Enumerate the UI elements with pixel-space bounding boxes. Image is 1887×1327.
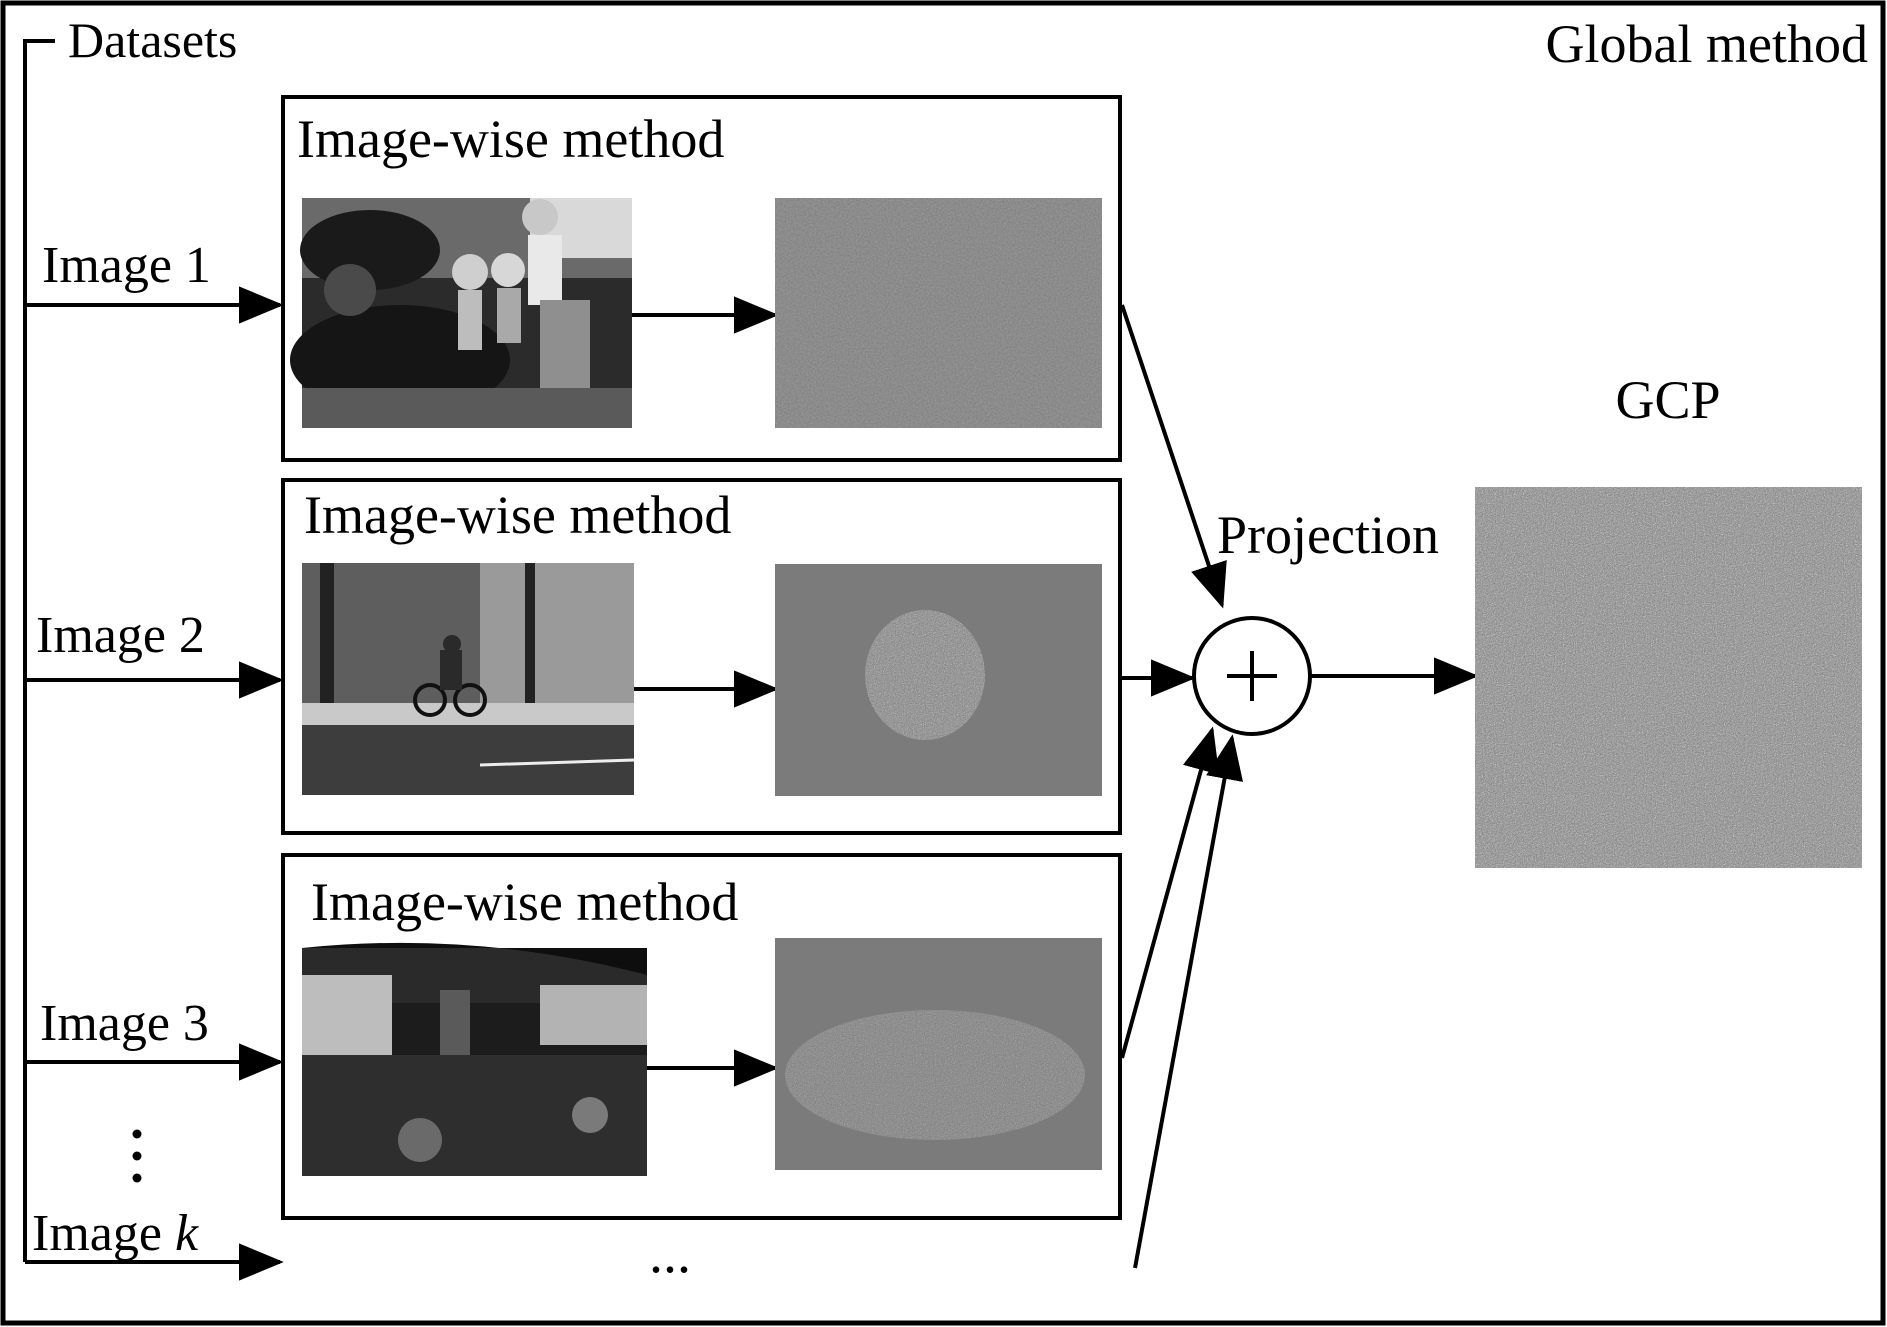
input-label-1: Image 1 bbox=[42, 237, 211, 294]
perturbation-map-3 bbox=[775, 938, 1102, 1170]
image-wise-module-2 bbox=[281, 478, 1122, 835]
projection-in-arrow-1 bbox=[1120, 304, 1227, 609]
module-title-1: Image-wise method bbox=[297, 109, 724, 169]
input-photo-1 bbox=[290, 198, 632, 428]
perturbation-map-1 bbox=[775, 198, 1102, 428]
projection-in-arrow-k bbox=[1133, 734, 1244, 1269]
datasets-bracket bbox=[23, 39, 55, 1262]
module-title-2: Image-wise method bbox=[304, 485, 731, 545]
input-label-2: Image 2 bbox=[36, 607, 205, 664]
module-title-3: Image-wise method bbox=[311, 872, 738, 932]
projection-in-arrow-3 bbox=[1120, 726, 1220, 1059]
vertical-dot bbox=[132, 1129, 142, 1139]
input-label-k: Image k bbox=[32, 1205, 199, 1262]
projection-sum-node bbox=[1192, 616, 1312, 736]
datasets-label: Datasets bbox=[68, 12, 237, 68]
gcp-label: GCP bbox=[1615, 370, 1720, 430]
gcp-noise-pattern bbox=[1475, 487, 1862, 868]
image-wise-module-3 bbox=[281, 853, 1122, 1220]
input-photo-3 bbox=[302, 942, 647, 1176]
vertical-dot bbox=[132, 1173, 142, 1183]
input-label-3: Image 3 bbox=[40, 995, 209, 1052]
projection-label: Projection bbox=[1217, 505, 1439, 565]
vertical-dot bbox=[132, 1151, 142, 1161]
more-modules-ellipsis: ... bbox=[649, 1223, 691, 1285]
global-method-label: Global method bbox=[1546, 14, 1868, 74]
image-wise-module-1 bbox=[281, 95, 1122, 462]
perturbation-map-2 bbox=[775, 564, 1102, 796]
input-photo-2 bbox=[302, 563, 635, 795]
